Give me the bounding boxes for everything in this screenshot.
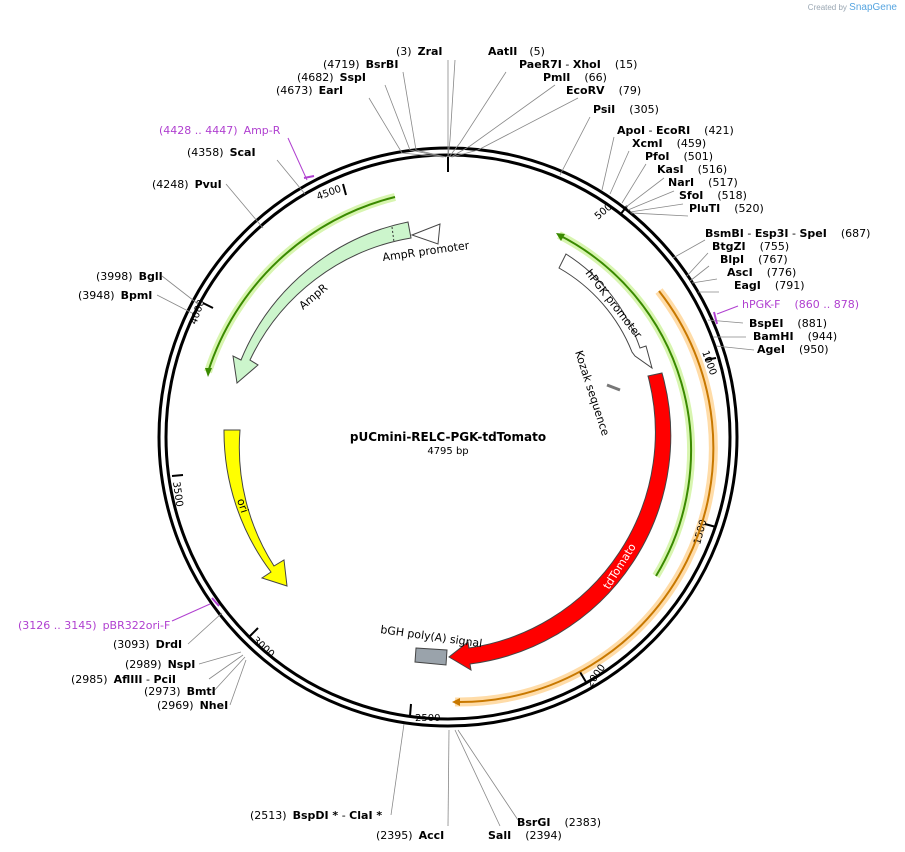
orf-orange (454, 290, 715, 704)
enzyme-acci[interactable]: (2395)AccI (376, 829, 444, 842)
enzyme-ecorv[interactable]: EcoRV(79) (566, 84, 641, 97)
label-ampr-promoter: AmpR promoter (382, 239, 471, 264)
enzyme-bpmi[interactable]: (3948)BpmI (78, 289, 152, 302)
tick-label-500: 500 (593, 202, 615, 223)
primer-mark-hpgk-f[interactable] (713, 311, 718, 325)
orf-right (558, 234, 693, 577)
primer-label-hpgk-f[interactable]: hPGK-F(860 .. 878) (742, 298, 859, 311)
plasmid-length: 4795 bp (427, 446, 468, 457)
enzyme-xcmi[interactable]: XcmI(459) (632, 137, 706, 150)
enzyme-btgzi[interactable]: BtgZI(755) (712, 240, 789, 253)
feature-ampr-promoter[interactable] (410, 223, 441, 245)
plasmid-name: pUCmini-RELC-PGK-tdTomato (350, 430, 546, 444)
feature-ori[interactable] (223, 429, 288, 587)
ampr-junction (391, 226, 395, 243)
snapgene-credit: Created by SnapGene (807, 2, 897, 13)
primer-line-amp-r (287, 137, 308, 181)
enzyme-apoi-ecori[interactable]: ApoI - EcoRI(421) (617, 124, 734, 137)
enzyme-eari[interactable]: (4673)EarI (276, 84, 343, 97)
label-tdtomato: tdTomato (601, 541, 639, 592)
tick-label-3500: 3500 (170, 481, 184, 508)
enzyme-drdi[interactable]: (3093)DrdI (113, 638, 182, 651)
enzyme-bamhi[interactable]: BamHI(944) (753, 330, 837, 343)
enzyme-nhei[interactable]: (2969)NheI (157, 699, 228, 712)
enzyme-bspei[interactable]: BspEI(881) (749, 317, 827, 330)
enzyme-aatii[interactable]: AatII(5) (488, 45, 545, 58)
label-ori: ori (234, 497, 251, 515)
enzyme-bsrgi[interactable]: BsrGI(2383) (517, 816, 601, 829)
label-bgh: bGH poly(A) signal (380, 623, 484, 650)
primer-mark-amp-r[interactable] (303, 175, 315, 179)
enzyme-bsrbi[interactable]: (4719)BsrBI (323, 58, 398, 71)
orf-left (207, 196, 396, 373)
enzyme-bmti[interactable]: (2973)BmtI (144, 685, 216, 698)
enzyme-sspi[interactable]: (4682)SspI (297, 71, 366, 84)
enzyme-pmli[interactable]: PmlI(66) (543, 71, 607, 84)
enzyme-scai[interactable]: (4358)ScaI (187, 146, 256, 159)
enzyme-afliii-pcii[interactable]: (2985)AflIII - PciI (71, 673, 176, 686)
enzyme-sali[interactable]: SalI(2394) (488, 829, 562, 842)
primer-mark-pbr322ori-f[interactable] (211, 597, 220, 607)
enzyme-bspdi-clai[interactable]: (2513)BspDI * - ClaI * (250, 809, 382, 822)
enzyme-agei[interactable]: AgeI(950) (757, 343, 829, 356)
enzyme-pluti[interactable]: PluTI(520) (689, 202, 764, 215)
primer-line-pbr322ori-f (171, 603, 211, 622)
feature-hpgk-promoter[interactable] (558, 253, 653, 370)
enzyme-nari[interactable]: NarI(517) (668, 176, 738, 189)
enzyme-kasi[interactable]: KasI(516) (657, 163, 727, 176)
enzyme-psii[interactable]: PsiI(305) (593, 103, 659, 116)
primer-line-hpgk-f (716, 305, 739, 315)
feature-ampr[interactable] (232, 221, 412, 384)
enzyme-blpi[interactable]: BlpI(767) (720, 253, 788, 266)
feature-tdtomato[interactable] (448, 372, 672, 671)
enzyme-eagi[interactable]: EagI(791) (734, 279, 805, 292)
enzyme-sfoi[interactable]: SfoI(518) (679, 189, 747, 202)
enzyme-nspi[interactable]: (2989)NspI (125, 658, 195, 671)
tick-label-2500: 2500 (415, 713, 440, 724)
enzyme-asci[interactable]: AscI(776) (727, 266, 796, 279)
enzyme-paer7i-xhoi[interactable]: PaeR7I - XhoI(15) (519, 58, 637, 71)
feature-bgh[interactable] (414, 647, 448, 666)
orf-glow-right (557, 231, 696, 579)
orf-right-arrow (556, 233, 565, 241)
primer-label-pbr322ori-f[interactable]: (3126 .. 3145)pBR322ori-F (18, 619, 170, 632)
enzyme-zrai[interactable]: (3)ZraI (396, 45, 443, 58)
primer-label-amp-r[interactable]: (4428 .. 4447)Amp-R (159, 124, 281, 137)
enzyme-bgli[interactable]: (3998)BglI (96, 270, 163, 283)
enzyme-bsmbi-esp3i-spei[interactable]: BsmBI - Esp3I - SpeI(687) (705, 227, 870, 240)
enzyme-pfoi[interactable]: PfoI(501) (645, 150, 713, 163)
bp-ticks (171, 183, 717, 717)
snapgene-brand: SnapGene (849, 2, 897, 13)
feature-kozak[interactable] (606, 383, 621, 392)
leader-lines (156, 59, 755, 827)
enzyme-pvui[interactable]: (4248)PvuI (152, 178, 222, 191)
orf-left-arrow (205, 368, 212, 377)
orf-orange-arrow (452, 698, 460, 706)
label-kozak: Kozak sequence (572, 349, 612, 438)
